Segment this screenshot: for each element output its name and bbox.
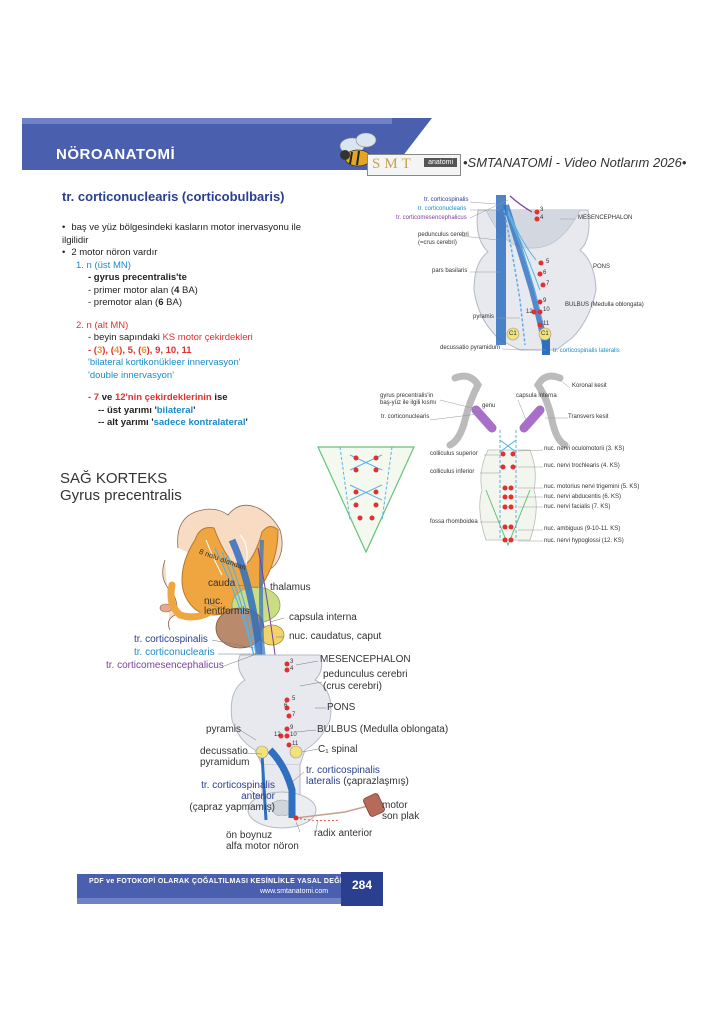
fig3-label-motor-end-plate: motor son plak bbox=[382, 800, 420, 822]
content-list: baş ve yüz bölgesindeki kasların motor i… bbox=[62, 222, 312, 430]
fig2-label-nuc-5: nuc. motorius nervi trigemini (5. KS) bbox=[544, 484, 640, 490]
fig3-label-corticonuclearis: tr. corticonuclearis bbox=[134, 647, 215, 658]
cortex-title: SAĞ KORTEKS Gyrus precentralis bbox=[60, 470, 182, 504]
fig1-num-5: 5 bbox=[546, 259, 550, 265]
fig3-label-anterior-horn: ön boynuz alfa motor nöron bbox=[226, 830, 299, 852]
page-number: 284 bbox=[341, 872, 383, 906]
fig3-label-pons: PONS bbox=[327, 702, 356, 713]
exception-note: - 7 ve 12'nin çekirdeklerinin ise bbox=[88, 392, 228, 403]
fig3-num-9: 9 bbox=[290, 725, 294, 731]
fig1-num-12: 12 bbox=[526, 309, 533, 315]
fig2-label-gyrus-2: baş-yüz ile ilgili kısmı bbox=[380, 400, 437, 406]
fig3-num-4: 4 bbox=[290, 666, 294, 672]
logo-box: SMT anatomi bbox=[367, 154, 461, 176]
fig3-label-cs-lateralis: tr. corticospinalis lateralis (çaprazlaş… bbox=[306, 765, 409, 787]
lower-half-note: -- alt yarımı 'sadece kontralateral' bbox=[98, 417, 248, 428]
fig3-label-corticomesencephalicus: tr. corticomesencephalicus bbox=[106, 660, 224, 671]
fig1-label-corticomesencephalicus: tr. corticomesencephalicus bbox=[396, 215, 467, 221]
fig3-num-10: 10 bbox=[290, 732, 297, 738]
fig3-num-6: 6 bbox=[284, 703, 288, 709]
fig1-num-10: 10 bbox=[543, 307, 550, 313]
fig3-label-bulbus: BULBUS (Medulla oblongata) bbox=[317, 724, 449, 735]
fig3-label-capsula: capsula interna bbox=[289, 612, 357, 623]
fig2-label-capsula: capsula interna bbox=[516, 393, 557, 399]
cranial-nerve-list: - (3), (4), 5, (6), 9, 10, 11 bbox=[88, 344, 192, 356]
fig3-num-3: 3 bbox=[290, 659, 294, 665]
fig2-label-coll-sup: colliculus superior bbox=[430, 451, 478, 457]
fig2-label-fossa: fossa rhomboidea bbox=[430, 519, 478, 525]
fig3-label-corticospinalis: tr. corticospinalis bbox=[134, 634, 208, 645]
bullet-1: baş ve yüz bölgesindeki kasların motor i… bbox=[62, 222, 312, 247]
fig2-label-nuc-7: nuc. nervi facialis (7. KS) bbox=[544, 504, 611, 510]
fig1-num-9: 9 bbox=[543, 298, 547, 304]
website-link[interactable]: www.smtanatomi.com bbox=[260, 888, 329, 895]
fig1-label-decussatio: decussatio pyramidum bbox=[440, 345, 501, 351]
fig2-label-nuc-4: nuc. nervi trochlearis (4. KS) bbox=[544, 463, 620, 469]
fig3-label-nuc-lentiformis: nuc. lentiformis bbox=[204, 596, 250, 617]
fig3-label-caudatus: nuc. caudatus, caput bbox=[289, 631, 382, 642]
fig2-label-nuc-12: nuc. nervi hypoglossi (12. KS) bbox=[544, 538, 624, 544]
fig2-label-corticonuclearis: tr. corticonuclearis bbox=[381, 414, 430, 420]
fig1-label-pedunculus: pedunculus cerebri bbox=[418, 232, 469, 238]
fig2-label-gyrus-1: gyrus precentralis'in bbox=[380, 393, 434, 399]
section-title: NÖROANATOMİ bbox=[56, 146, 176, 163]
fig2-label-genu: genu bbox=[482, 403, 496, 409]
second-neuron-heading: 2. n (alt MN) bbox=[76, 319, 129, 331]
fig1-label-corticonuclearis: tr. corticonuclearis bbox=[418, 206, 467, 212]
upper-half-note: -- üst yarımı 'bilateral' bbox=[98, 404, 196, 416]
first-neuron-location: - gyrus precentralis'te bbox=[88, 272, 187, 283]
fig2-label-coll-inf: colliculus inferior bbox=[430, 469, 475, 475]
fig1-label-bulbus: BULBUS (Medulla oblongata) bbox=[565, 302, 644, 308]
fig1-label-c1-right: C1 bbox=[541, 331, 549, 337]
video-notes-title: •SMTANATOMİ - Video Notlarım 2026• bbox=[463, 155, 687, 170]
fig1-label-crus: (=crus cerebri) bbox=[418, 240, 457, 246]
fig3-num-11: 11 bbox=[292, 741, 299, 747]
fig3-label-cs-anterior: tr. corticospinalis anterior (çapraz yap… bbox=[189, 780, 275, 813]
fig2-label-nuc-3: nuc. nervi oculomotorii (3. KS) bbox=[544, 446, 625, 452]
fig1-num-11: 11 bbox=[543, 321, 550, 327]
fig3-label-mesencephalon: MESENCEPHALON bbox=[320, 654, 411, 665]
logo-tag: anatomi bbox=[424, 158, 457, 167]
bullet-2: 2 motor nöron vardır bbox=[62, 247, 312, 260]
fig1-label-pons: PONS bbox=[593, 264, 611, 270]
bilateral-innervation: 'bilateral kortikonükleer innervasyon' bbox=[88, 357, 241, 368]
fig1-label-pyramis: pyramis bbox=[473, 314, 495, 320]
page-heading: tr. corticonuclearis (corticobulbaris) bbox=[62, 189, 285, 204]
fig3-label-decussatio: decussatio pyramidum bbox=[200, 746, 250, 768]
fig3-label-pedunculus: pedunculus cerebri (crus cerebri) bbox=[323, 669, 408, 692]
fig1-label-pars-basilaris: pars basilaris bbox=[432, 268, 468, 274]
primary-motor-area: - primer motor alan (4 BA) bbox=[88, 284, 198, 296]
fig1-num-4: 4 bbox=[540, 215, 544, 221]
fig1-label-c1-left: C1 bbox=[509, 331, 517, 337]
fig2-label-transvers: Transvers kesit bbox=[568, 414, 609, 420]
fig1-label-mesencephalon: MESENCEPHALON bbox=[578, 215, 633, 221]
fig3-num-5: 5 bbox=[292, 696, 296, 702]
first-neuron-heading: 1. n (üst MN) bbox=[76, 259, 131, 271]
double-innervation: 'double innervasyon' bbox=[88, 369, 175, 381]
fig1-num-7: 7 bbox=[546, 281, 550, 287]
footer-band bbox=[77, 874, 347, 904]
fig2-label-nuc-9: nuc. ambiguus (9-10-11. KS) bbox=[544, 526, 621, 532]
premotor-area: - premotor alan (6 BA) bbox=[88, 297, 183, 308]
fig3-label-c1-spinal: C₁ spinal bbox=[318, 744, 358, 755]
fig3-label-cauda: cauda bbox=[208, 578, 236, 589]
fig1-num-3: 3 bbox=[540, 207, 544, 213]
second-neuron-location: - beyin sapındaki KS motor çekirdekleri bbox=[88, 332, 253, 343]
fig2-label-koronal: Koronal kesit bbox=[572, 383, 607, 389]
fig2-label-nuc-6: nuc. nervi abducentis (6. KS) bbox=[544, 494, 622, 500]
fig3-label-radix: radix anterior bbox=[314, 828, 373, 839]
fig3-label-pyramis: pyramis bbox=[206, 724, 242, 735]
fig3-num-7: 7 bbox=[292, 712, 296, 718]
fig3-label-thalamus: thalamus bbox=[270, 582, 311, 593]
copyright-warning: PDF ve FOTOKOPİ OLARAK ÇOĞALTILMASI KESİ… bbox=[89, 878, 363, 885]
fig1-num-6: 6 bbox=[543, 270, 547, 276]
logo-text: SMT bbox=[372, 156, 415, 172]
fig1-label-corticospinalis-lateralis: tr. corticospinalis lateralis bbox=[553, 348, 620, 354]
fig1-label-corticospinalis: tr. corticospinalis bbox=[424, 197, 469, 203]
fig3-num-12: 12 bbox=[274, 732, 281, 738]
